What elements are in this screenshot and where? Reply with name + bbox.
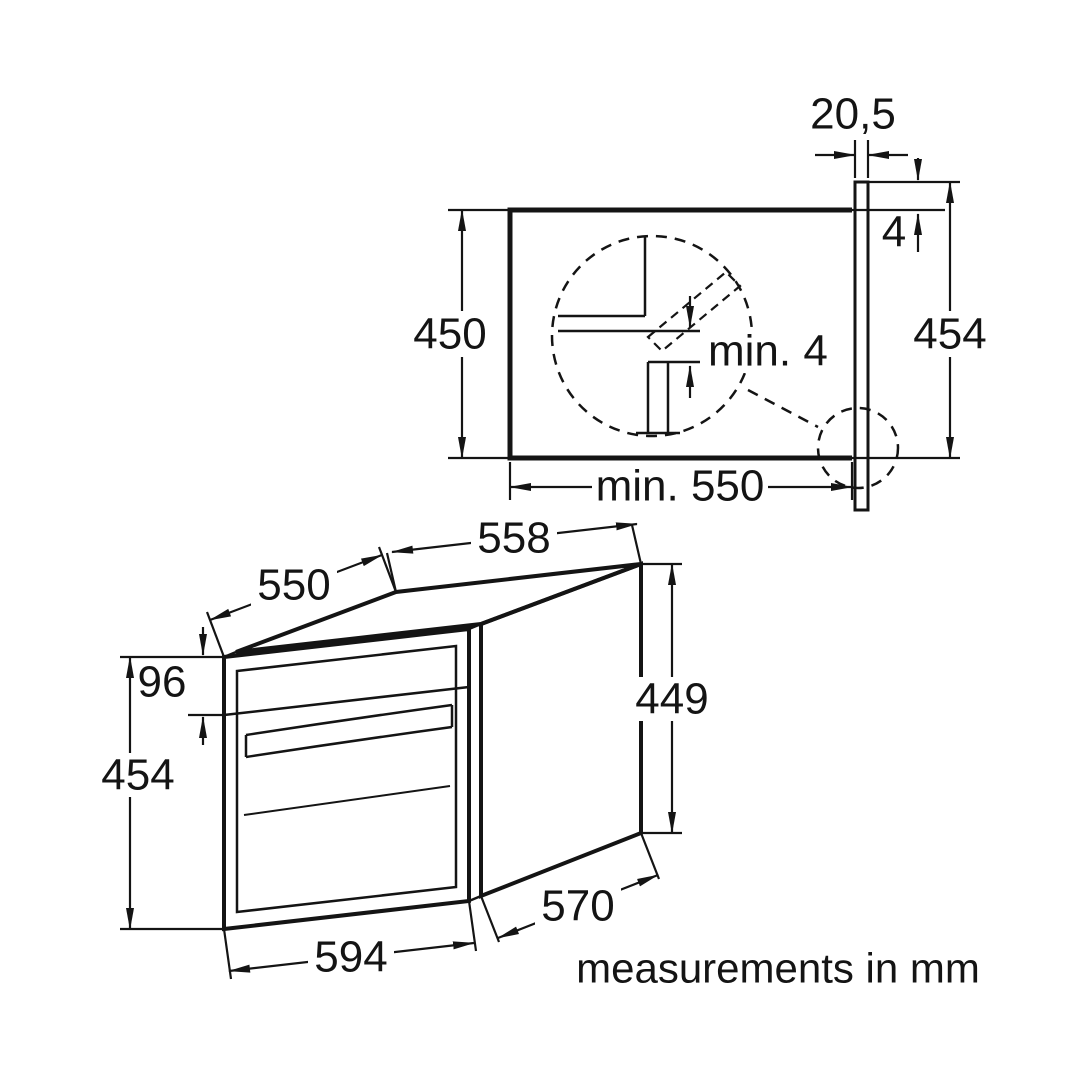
oven-view: 550 558 96 454 449 594 570 [95,514,715,982]
detail-connector-line [747,388,819,429]
niche-view: 450 20,5 4 454 min. 550 min. 4 [407,90,993,512]
control-panel-split-line [223,685,470,717]
niche-dimension-lines [458,151,954,491]
dim-niche-height-inner: 450 [413,310,486,359]
dim-oven-front-width: 594 [314,933,387,982]
dim-oven-panel-height: 96 [138,658,187,707]
side-panel [853,180,870,512]
detail-circle-small [816,406,900,490]
units-note: measurements in mm [576,945,980,992]
dim-oven-front-height: 454 [101,751,174,800]
niche-outline [507,207,852,461]
frame-edge-bottom-right [468,894,482,903]
door-outline [235,644,458,914]
niche-dimension-labels: 450 20,5 4 454 min. 550 min. 4 [407,90,993,511]
door-glass-line [243,785,451,816]
oven-right-face [479,561,643,899]
dim-oven-width-body: 558 [477,514,550,563]
oven-front-frame [222,626,471,932]
dim-oven-depth-body: 550 [257,561,330,610]
dim-niche-depth-min: min. 550 [596,462,765,511]
dim-niche-overlap-top: 20,5 [810,90,896,139]
frame-edge-top-left [223,650,237,659]
dim-oven-body-height: 449 [635,675,708,724]
niche-extension-lines [448,140,960,500]
oven-dimension-labels: 550 558 96 454 449 594 570 [95,514,715,982]
dim-oven-depth-total: 570 [541,882,614,931]
dim-niche-clearance-rear: min. 4 [708,327,828,376]
dim-niche-gap-top: 4 [882,208,906,257]
frame-edge-top-right [468,622,482,631]
door-handle [244,703,454,759]
dim-niche-height-outer: 454 [913,310,986,359]
